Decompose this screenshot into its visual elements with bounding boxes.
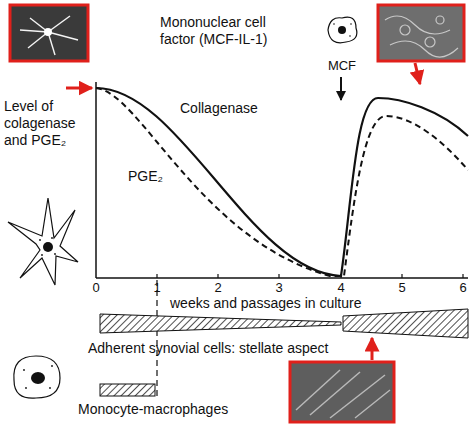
band-label: Adherent synovial cells: stellate aspect: [88, 340, 378, 357]
mononuclear-cell: [328, 17, 357, 43]
curve-label: Collagenase: [180, 100, 280, 117]
collagenase-curve: [96, 88, 468, 276]
monocyte-cell: [14, 356, 60, 398]
adherent-band: [343, 309, 468, 338]
factor-label: Mononuclear cell factor (MCF-IL-1): [160, 14, 290, 48]
micrograph-photo: [10, 5, 88, 61]
tick-label: 1: [147, 280, 167, 296]
adherent-band: [100, 314, 341, 333]
stellate-cell: [8, 198, 78, 285]
y-axis: [95, 82, 97, 278]
red-arrow: [415, 63, 420, 84]
tick-label: 0: [86, 280, 106, 296]
tick-label: 5: [392, 280, 412, 296]
curve-label: PGE₂: [128, 168, 178, 185]
tick-label: 6: [453, 280, 473, 296]
micrograph-photo: [290, 362, 394, 422]
axis-title: Level of colagenase and PGE₂: [4, 98, 84, 148]
axis-ticks: [157, 274, 463, 278]
mcf-arrow: [340, 77, 342, 100]
band-label: Monocyte-macrophages: [78, 401, 278, 418]
tick-label: 3: [269, 280, 289, 296]
pge2-curve: [96, 88, 468, 276]
monocyte-band: [100, 384, 155, 396]
red-arrow: [371, 338, 374, 360]
axis-title: weeks and passages in culture: [170, 295, 410, 312]
x-axis: [96, 277, 468, 279]
tick-label: 4: [331, 280, 351, 296]
red-arrow: [66, 87, 92, 90]
micrograph-photo: [378, 5, 464, 61]
factor-abbrev: MCF: [322, 58, 362, 74]
tick-label: 2: [208, 280, 228, 296]
